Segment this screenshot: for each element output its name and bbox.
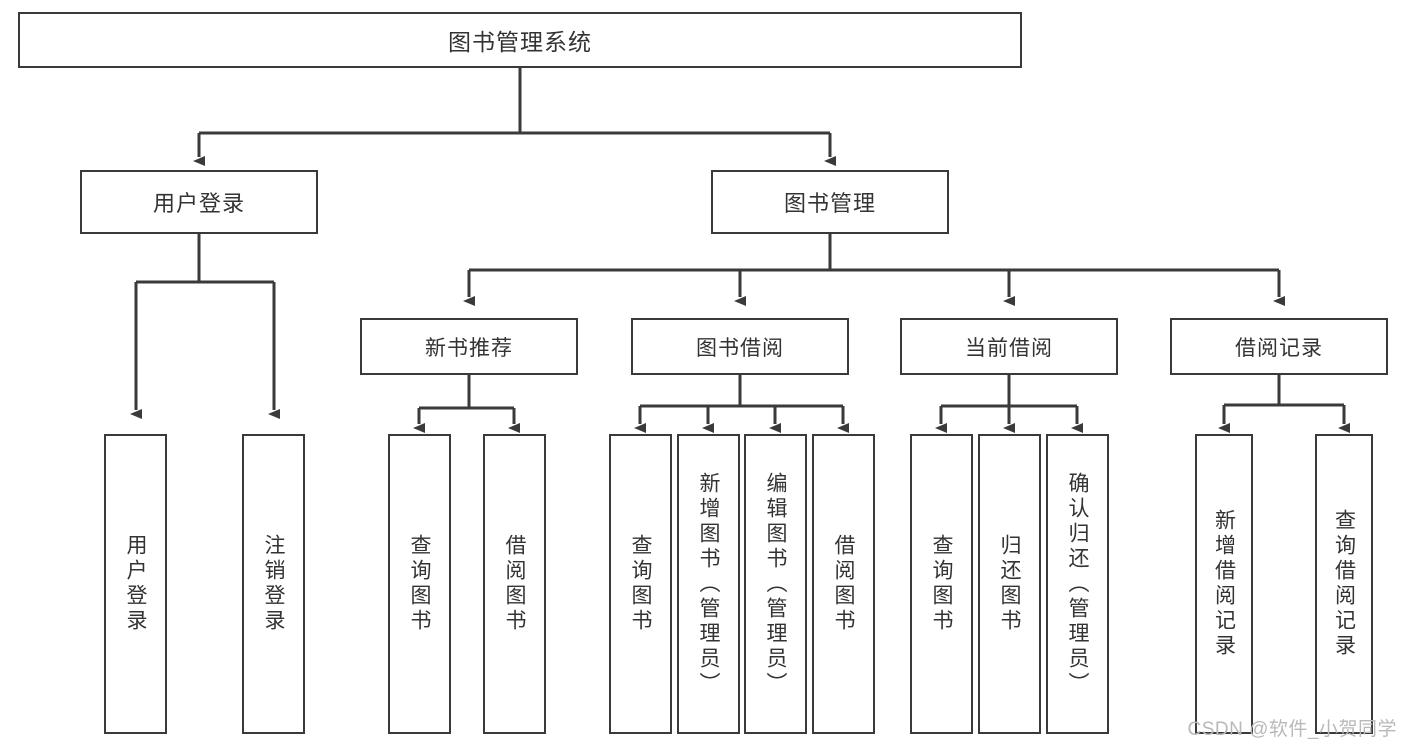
node-new-book-recommend[interactable]: 新书推荐 xyxy=(360,318,578,375)
node-borrow-record[interactable]: 借阅记录 xyxy=(1170,318,1388,375)
leaf-user-login-login[interactable]: 用户登录 xyxy=(104,434,167,734)
node-label: 图书管理 xyxy=(783,191,876,216)
node-book-management[interactable]: 图书管理 xyxy=(711,170,949,234)
leaf-user-login-logout[interactable]: 注销登录 xyxy=(242,434,305,734)
node-label: 查询借阅记录 xyxy=(1332,509,1356,659)
node-root-system[interactable]: 图书管理系统 xyxy=(18,12,1022,68)
node-label: 新增图书（管理员） xyxy=(697,471,720,697)
leaf-current-borrow-confirm-return[interactable]: 确认归还（管理员） xyxy=(1046,434,1109,734)
node-current-borrow[interactable]: 当前借阅 xyxy=(900,318,1118,375)
leaf-book-borrow-query[interactable]: 查询图书 xyxy=(609,434,672,734)
node-label: 新书推荐 xyxy=(425,336,513,360)
node-label: 查询图书 xyxy=(408,534,431,634)
node-label: 借阅图书 xyxy=(832,534,855,634)
leaf-book-borrow-edit[interactable]: 编辑图书（管理员） xyxy=(744,434,807,734)
leaf-current-borrow-query[interactable]: 查询图书 xyxy=(910,434,973,734)
node-label: 当前借阅 xyxy=(965,336,1053,360)
node-label: 借阅记录 xyxy=(1235,336,1323,360)
leaf-new-book-query[interactable]: 查询图书 xyxy=(388,434,451,734)
node-label: 用户登录 xyxy=(124,534,147,634)
node-label: 图书管理系统 xyxy=(448,29,592,55)
node-label: 查询图书 xyxy=(930,534,953,634)
node-label: 确认归还（管理员） xyxy=(1066,471,1089,697)
node-label: 编辑图书（管理员） xyxy=(764,471,787,697)
node-label: 查询图书 xyxy=(629,534,652,634)
watermark-text: CSDN @软件_小贺同学 xyxy=(1187,719,1397,740)
node-label: 借阅图书 xyxy=(503,534,526,634)
leaf-current-borrow-return[interactable]: 归还图书 xyxy=(978,434,1041,734)
leaf-borrow-record-query[interactable]: 查询借阅记录 xyxy=(1315,434,1373,734)
node-label: 归还图书 xyxy=(998,534,1021,634)
node-label: 用户登录 xyxy=(152,191,245,216)
node-label: 图书借阅 xyxy=(696,336,784,360)
leaf-book-borrow-borrow[interactable]: 借阅图书 xyxy=(812,434,875,734)
node-label: 新增借阅记录 xyxy=(1212,509,1236,659)
node-label: 注销登录 xyxy=(262,534,285,634)
leaf-borrow-record-add[interactable]: 新增借阅记录 xyxy=(1195,434,1253,734)
leaf-new-book-borrow[interactable]: 借阅图书 xyxy=(483,434,546,734)
node-user-login[interactable]: 用户登录 xyxy=(80,170,318,234)
leaf-book-borrow-add[interactable]: 新增图书（管理员） xyxy=(677,434,740,734)
node-book-borrow[interactable]: 图书借阅 xyxy=(631,318,849,375)
